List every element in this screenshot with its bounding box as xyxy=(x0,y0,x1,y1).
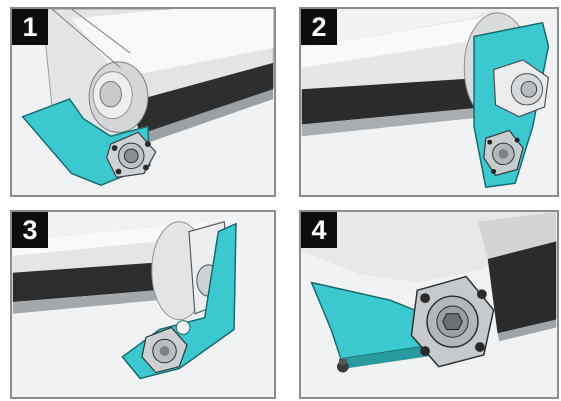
step-2-illustration xyxy=(301,9,557,195)
step-4-panel: 4 xyxy=(299,210,559,399)
bearing-flange-icon xyxy=(410,275,495,368)
mounting-bolt-icon xyxy=(336,358,349,373)
step-badge: 3 xyxy=(12,212,48,248)
bearing-flange-icon xyxy=(492,59,550,118)
step-badge: 4 xyxy=(301,212,337,248)
bearing-flange-icon xyxy=(106,131,157,179)
step-3-illustration xyxy=(12,212,274,397)
bearing-flange-icon xyxy=(141,326,188,374)
step-1-illustration xyxy=(12,9,274,195)
step-1-panel: 1 xyxy=(10,7,276,197)
bearing-flange-icon xyxy=(483,129,524,177)
step-3-panel: 3 xyxy=(10,210,276,399)
step-2-panel: 2 xyxy=(299,7,559,197)
step-4-illustration xyxy=(301,212,557,397)
step-badge: 2 xyxy=(301,9,337,45)
step-badge: 1 xyxy=(12,9,48,45)
